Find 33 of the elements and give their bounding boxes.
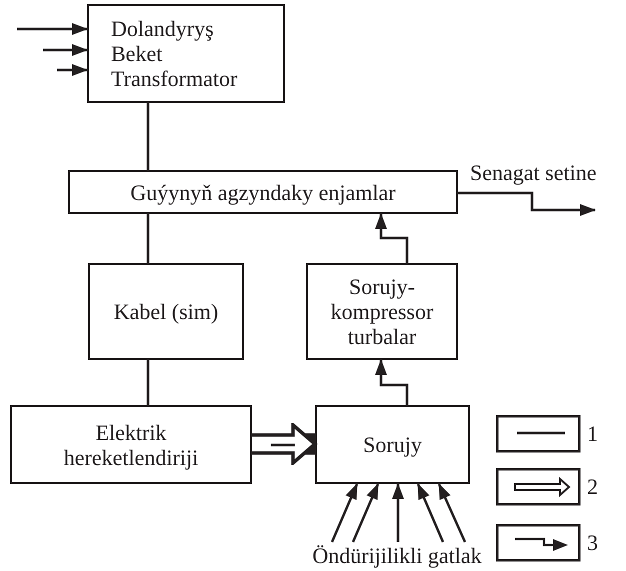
legend-label: 2 <box>587 474 598 499</box>
process-box <box>88 263 244 360</box>
arrow <box>458 192 596 216</box>
box-label: Dolandyryş <box>111 16 214 41</box>
source-label: Öndürijilikli gatlak <box>312 542 482 568</box>
arrow <box>375 359 408 405</box>
arrow <box>57 64 88 76</box>
box-label: Beket <box>111 41 162 66</box>
arrow <box>43 44 88 56</box>
connector-line <box>146 360 150 405</box>
legend-label: 1 <box>587 421 598 446</box>
process-box <box>87 4 285 103</box>
process-box <box>306 263 458 360</box>
arrow <box>416 483 444 542</box>
box-label: Kabel (sim) <box>114 299 218 324</box>
connector-line <box>146 103 150 170</box>
process-box <box>315 405 470 484</box>
box-label: Sorujy-kompressor turbalar <box>330 274 434 349</box>
hollow-arrow <box>252 423 317 465</box>
arrow <box>330 483 358 542</box>
arrow <box>17 23 88 35</box>
box-label: Guýynyň agzyndaky enjamlar <box>130 180 396 204</box>
box-label: Transformator <box>111 66 238 91</box>
process-box <box>10 405 252 484</box>
connector-line <box>146 214 150 263</box>
arrow <box>438 483 466 543</box>
box-label: Elektrik hereketlendiriji <box>62 420 200 470</box>
box-label: Sorujy <box>363 432 422 457</box>
arrow <box>352 483 380 542</box>
process-box <box>68 170 458 214</box>
legend-label: 3 <box>587 530 598 555</box>
arrow <box>375 213 408 263</box>
arrow <box>392 483 404 542</box>
